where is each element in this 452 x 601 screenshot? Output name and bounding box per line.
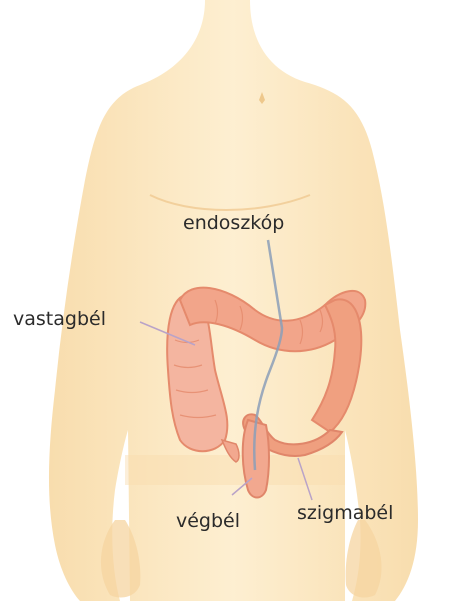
label-rectum: végbél — [176, 512, 240, 531]
label-colon: vastagbél — [13, 310, 106, 329]
label-endoscope: endoszkóp — [183, 214, 284, 233]
label-sigmoid: szigmabél — [297, 504, 393, 523]
